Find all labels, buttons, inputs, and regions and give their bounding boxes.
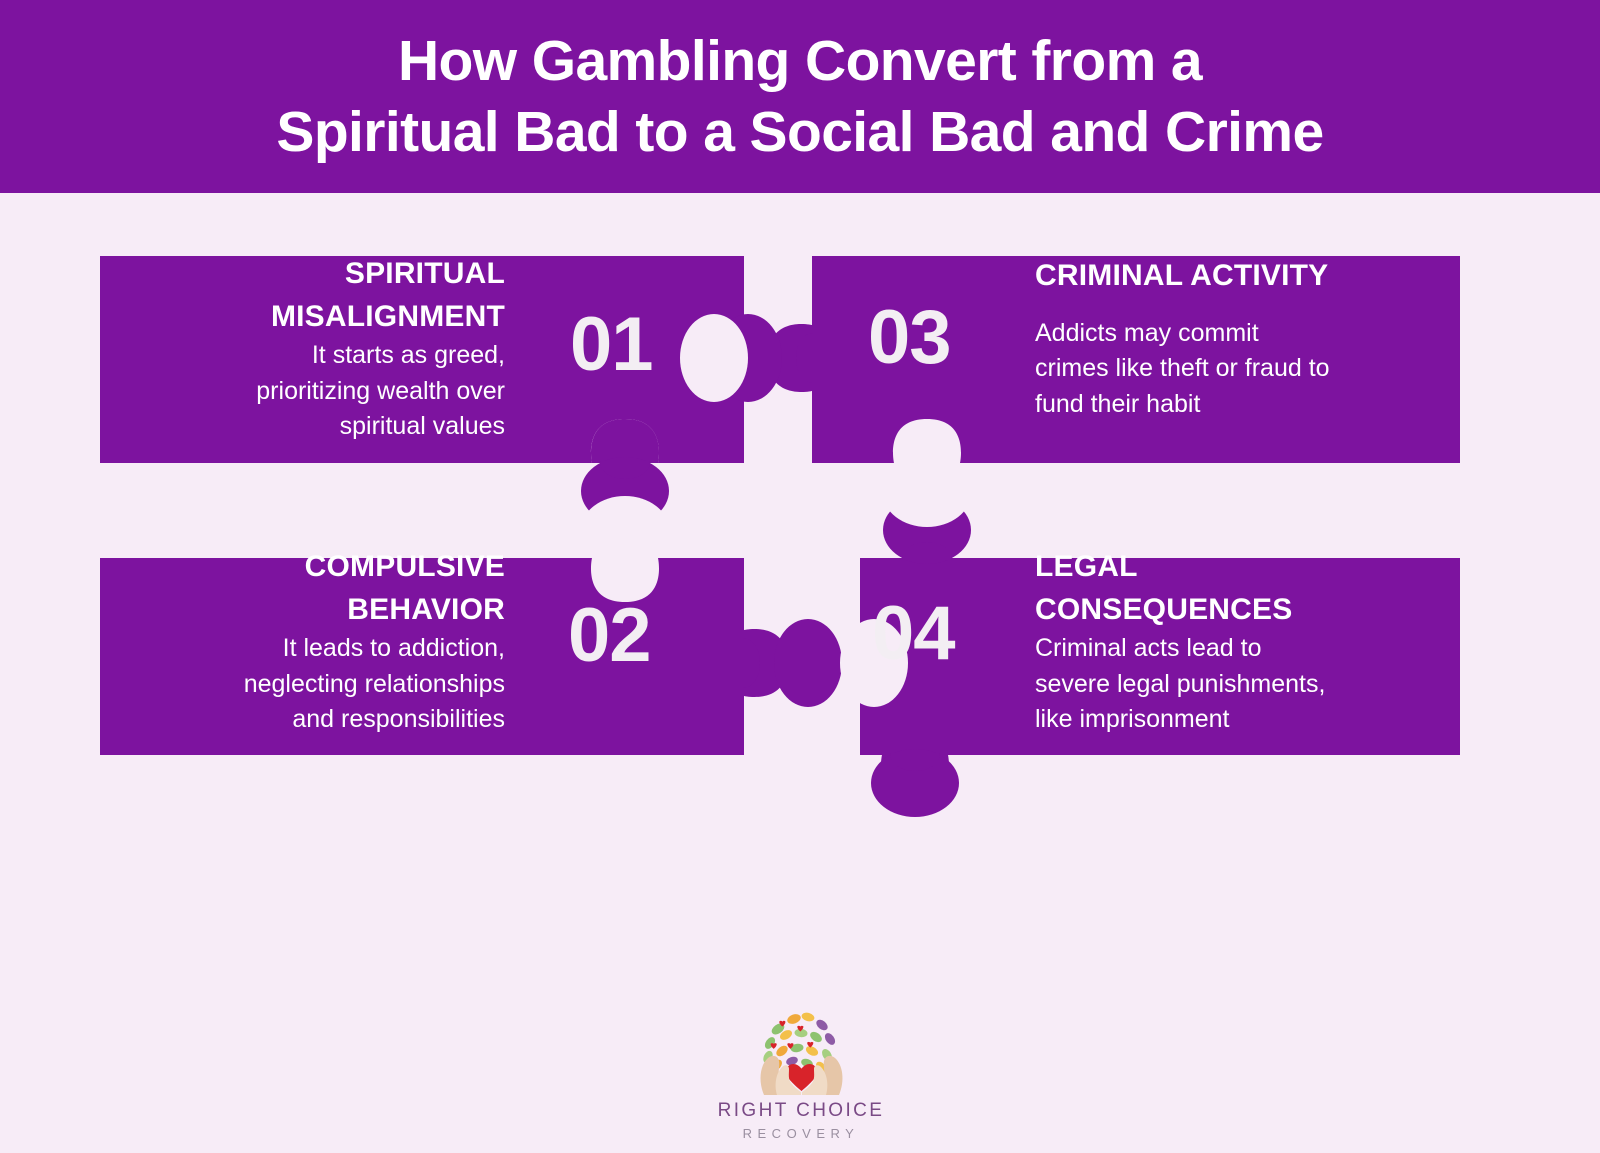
header-banner: How Gambling Convert from a Spiritual Ba… [0, 0, 1600, 193]
puzzle-piece-03[interactable] [768, 256, 1460, 463]
step-card-04[interactable]: LEGAL CONSEQUENCES Criminal acts lead to… [1035, 546, 1435, 738]
step-title-04: LEGAL CONSEQUENCES [1035, 550, 1293, 626]
puzzle-piece-02[interactable] [100, 558, 788, 755]
step-description-04: Criminal acts lead to severe legal punis… [1035, 634, 1326, 734]
puzzle-knob-04-bottom [871, 749, 959, 817]
step-card-02[interactable]: COMPULSIVE BEHAVIOR It leads to addictio… [140, 546, 505, 738]
hands-with-leaves-and-heart-icon [760, 1012, 842, 1095]
step-number-02: 02 [568, 593, 652, 678]
puzzle-knob-02-right [774, 619, 842, 707]
puzzle-neck-04-bottom [890, 753, 940, 771]
puzzle-neck-02-right [742, 638, 760, 688]
step-title-02: COMPULSIVE BEHAVIOR [304, 550, 505, 626]
logo-brand-subtitle: RECOVERY [742, 1126, 860, 1141]
puzzle-neck-03-left [796, 333, 814, 383]
step-description-03: Addicts may commit crimes like theft or … [1035, 318, 1330, 418]
puzzle-blank-02-top [581, 496, 669, 564]
puzzle-blank-03-bottom [883, 459, 971, 527]
step-card-01[interactable]: SPIRITUAL MISALIGNMENT It starts as gree… [130, 253, 505, 445]
step-number-01: 01 [570, 302, 654, 387]
step-number-04: 04 [872, 591, 956, 676]
step-title-01: SPIRITUAL MISALIGNMENT [270, 257, 505, 333]
step-number-03: 03 [868, 295, 952, 380]
puzzle-piece-04[interactable] [860, 558, 1460, 799]
puzzle-neck-01-bottom [600, 461, 650, 479]
puzzle-blank-01-right [680, 314, 748, 402]
puzzle-neck-04-top [902, 542, 952, 560]
infographic-board: 01 02 03 04 SPIRITUAL MISALIGNMENT It st… [0, 193, 1600, 1141]
step-description-02: It leads to addiction, neglecting relati… [243, 634, 505, 734]
page-title: How Gambling Convert from a Spiritual Ba… [276, 29, 1324, 164]
step-card-03[interactable]: CRIMINAL ACTIVITY Addicts may commit cri… [1035, 255, 1435, 422]
step-description-01: It starts as greed, prioritizing wealth … [256, 341, 505, 441]
puzzle-blank-04-left [840, 619, 908, 707]
puzzle-piece-01[interactable] [100, 256, 744, 463]
logo-brand-name: RIGHT CHOICE [717, 1100, 885, 1121]
brand-logo[interactable]: RIGHT CHOICE RECOVERY [676, 1003, 926, 1153]
puzzle-graphic [100, 256, 1460, 817]
step-title-03: CRIMINAL ACTIVITY [1035, 259, 1329, 292]
puzzle-tab-01-bottom [590, 419, 660, 463]
